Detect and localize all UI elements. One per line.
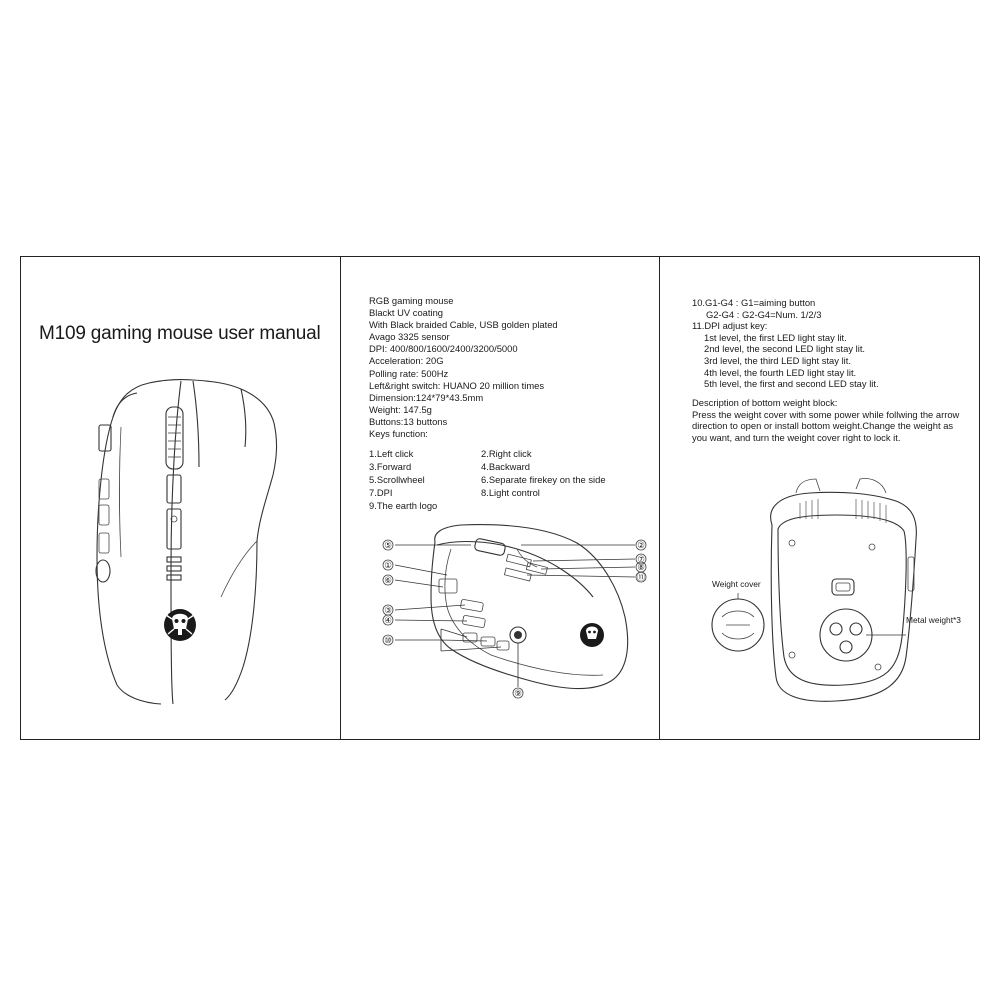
spec-line: Buttons:13 buttons: [369, 415, 448, 427]
dpi-level: 4th level, the fourth LED light stay lit…: [704, 366, 857, 378]
key-item: 5.Scrollwheel: [369, 473, 425, 485]
key-item: 6.Separate firekey on the side: [481, 473, 606, 485]
spec-line: Weight: 147.5g: [369, 403, 432, 415]
manual-sheet: M109 gaming mouse user manual: [20, 256, 980, 740]
specs-panel: RGB gaming mouse Blackt UV coating With …: [341, 257, 659, 739]
key-item: 3.Forward: [369, 460, 412, 472]
dpi-level: 3rd level, the third LED light stay lit.: [704, 354, 851, 366]
spec-line: Polling rate: 500Hz: [369, 367, 449, 379]
spec-line: Blackt UV coating: [369, 307, 443, 319]
dpi-level: 2nd level, the second LED light stay lit…: [704, 343, 866, 355]
button-functions: 10.G1-G4 : G1=aiming button G2-G4 : G2-G…: [692, 297, 879, 390]
mouse-side-illustration: ⑤ ① ⑥ ③ ④ ⑩ ② ⑦ ⑧ ⑪ ⑨: [382, 524, 647, 699]
key-item: 7.DPI: [369, 486, 393, 498]
dpi-level: 1st level, the first LED light stay lit.: [704, 331, 847, 343]
metal-weight-label: Metal weight*3: [906, 615, 961, 625]
manual-title: M109 gaming mouse user manual: [39, 323, 321, 344]
dpi-title: 11.DPI adjust key:: [692, 320, 768, 332]
key-item: 4.Backward: [481, 460, 530, 472]
callout-3: ③: [384, 606, 392, 616]
weight-description: Description of bottom weight block: Pres…: [692, 397, 962, 443]
callout-leaders: [394, 544, 636, 687]
key-item: 1.Left click: [369, 448, 414, 459]
desc-body: Press the weight cover with some power w…: [692, 408, 960, 443]
spec-line: Left&right switch: HUANO 20 million time…: [369, 379, 545, 391]
spec-line: Keys function:: [369, 428, 428, 440]
spec-line: With Black braided Cable, USB golden pla…: [369, 319, 558, 331]
callout-9: ⑨: [514, 689, 522, 699]
key-item: 8.Light control: [481, 486, 540, 498]
callout-1: ①: [384, 561, 392, 571]
g-keys-title: 10.G1-G4 : G1=aiming button: [692, 297, 816, 308]
spec-line: Avago 3325 sensor: [369, 331, 450, 343]
callout-10: ⑩: [384, 636, 392, 646]
spec-line: Dimension:124*79*43.5mm: [369, 391, 484, 403]
skull-emblem-icon: [164, 609, 196, 641]
callout-8: ⑧: [637, 563, 645, 573]
spec-list: RGB gaming mouse Blackt UV coating With …: [369, 295, 558, 440]
fold-line-2: [659, 257, 660, 739]
key-item: 2.Right click: [481, 448, 532, 459]
spec-line: Acceleration: 20G: [369, 355, 444, 367]
mouse-bottom-illustration: [711, 478, 917, 702]
functions-panel: 10.G1-G4 : G1=aiming button G2-G4 : G2-G…: [660, 257, 980, 739]
fold-line-1: [340, 257, 341, 739]
key-item: 9.The earth logo: [369, 499, 438, 511]
cover-panel: M109 gaming mouse user manual: [21, 257, 340, 739]
weight-cover-label: Weight cover: [712, 579, 761, 589]
mouse-top-illustration: [95, 379, 278, 705]
callout-11: ⑪: [637, 573, 646, 583]
spec-line: RGB gaming mouse: [369, 295, 454, 306]
callout-7: ⑦: [637, 555, 645, 565]
callout-2: ②: [637, 541, 645, 551]
spec-line: DPI: 400/800/1600/2400/3200/5000: [369, 343, 518, 355]
callout-5: ⑤: [384, 541, 392, 551]
keys-function-list: 1.Left click 2.Right click 3.Forward 4.Bac…: [369, 448, 606, 513]
earth-logo-icon: [580, 623, 604, 647]
callout-4: ④: [384, 616, 392, 626]
g-keys-sub: G2-G4 : G2-G4=Num. 1/2/3: [706, 308, 822, 320]
callout-6: ⑥: [384, 576, 392, 586]
desc-title: Description of bottom weight block:: [692, 397, 838, 408]
dpi-level: 5th level, the first and second LED stay…: [704, 378, 879, 390]
